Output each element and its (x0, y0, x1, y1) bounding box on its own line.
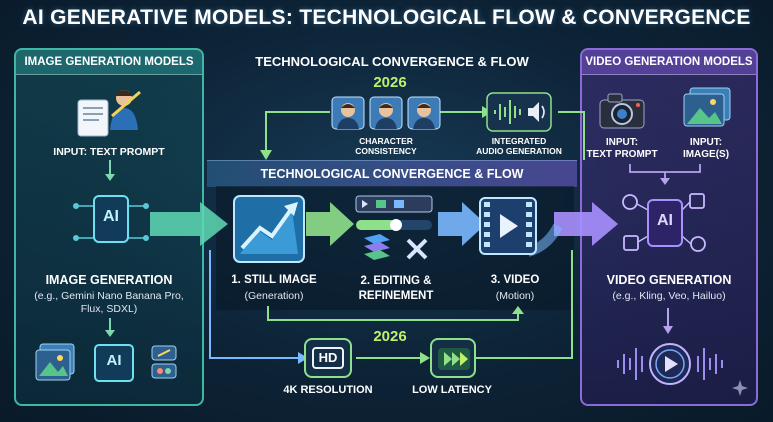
lower-loop-arrow (267, 306, 524, 321)
convergence-band: TECHNOLOGICAL CONVERGENCE & FLOW (207, 160, 577, 187)
video-input2-line2: IMAGE(S) (682, 149, 730, 160)
arrow-down-icon (105, 160, 115, 181)
camera-icon (599, 93, 645, 129)
video-ai-chip-cluster: AI (620, 188, 710, 260)
hd-badge: HD (304, 338, 352, 378)
stage2-title: 2. EDITING & (360, 275, 432, 287)
character-line2: CONSISTENCY (355, 146, 417, 156)
low-latency-badge (430, 338, 476, 378)
resolution-label: 4K RESOLUTION (283, 384, 373, 396)
image-bottom-chip: AI (94, 344, 134, 382)
video-input1-line2: TEXT PROMPT (586, 149, 658, 160)
merge-arrows-icon (629, 164, 701, 185)
character-faces (331, 96, 441, 132)
video-generation-examples: (e.g., Kling, Veo, Hailuo) (612, 290, 726, 302)
bottom-outer-loop (209, 250, 573, 364)
person-writing-icon (77, 90, 141, 137)
image-ai-chip-cluster: AI (66, 186, 156, 258)
character-consistency-label: CHARACTER CONSISTENCY (330, 136, 442, 156)
flow-arrow-1 (150, 202, 228, 246)
audio-waveform-icon (486, 92, 552, 132)
latency-label: LOW LATENCY (412, 384, 492, 396)
hd-badge-text: HD (312, 347, 344, 369)
image-bottom-chip-label: AI (106, 352, 122, 369)
stage2-label: 2. EDITING & REFINEMENT (336, 274, 456, 304)
circuit-icon (73, 195, 149, 243)
flow-arrow-4 (554, 202, 618, 246)
audio-generation-label: INTEGRATED AUDIO GENERATION (466, 136, 572, 156)
arrow-down-icon-3 (663, 308, 673, 334)
stage1-title: 1. STILL IMAGE (231, 274, 317, 286)
fast-forward-icon (438, 348, 470, 370)
audio-line1: INTEGRATED (491, 136, 547, 146)
convergence-band-title: TECHNOLOGICAL CONVERGENCE & FLOW (260, 167, 524, 181)
top-year: 2026 (373, 74, 407, 91)
stage2-title2: REFINEMENT (358, 290, 434, 302)
flow-arrow-3 (438, 202, 486, 246)
image-generation-title: IMAGE GENERATION (45, 273, 173, 287)
stage1-sub: (Generation) (244, 290, 304, 302)
video-film-icon (479, 197, 563, 257)
still-image-chart-icon (233, 195, 305, 263)
video-input1-line1: INPUT: (605, 137, 639, 148)
video-generation-title: VIDEO GENERATION (606, 273, 732, 287)
center-top-title: TECHNOLOGICAL CONVERGENCE & FLOW (255, 54, 529, 69)
video-panel-heading: VIDEO GENERATION MODELS (582, 50, 756, 75)
audio-line2: AUDIO GENERATION (476, 146, 562, 156)
video-chip-label: AI (657, 212, 673, 229)
editing-tools-icon (355, 195, 433, 260)
video-play-waveform-icon (617, 343, 723, 385)
stage3-sub: (Motion) (495, 290, 535, 302)
stage3-title: 3. VIDEO (490, 274, 540, 286)
sparkle-icon (732, 380, 748, 396)
bottom-year: 2026 (373, 328, 407, 345)
video-input2-line1: INPUT: (689, 137, 723, 148)
palette-icon (151, 345, 177, 379)
video-circuit-icon (622, 193, 706, 252)
video-input-image-label: INPUT: IMAGE(S) (670, 137, 742, 161)
image-stack-icon (35, 343, 75, 381)
main-title: AI GENERATIVE MODELS: TECHNOLOGICAL FLOW… (22, 6, 751, 29)
image-input-label: INPUT: TEXT PROMPT (53, 146, 165, 158)
image-chip-label: AI (103, 208, 119, 225)
image-panel-heading: IMAGE GENERATION MODELS (16, 50, 202, 75)
video-input-text-label: INPUT: TEXT PROMPT (586, 137, 658, 161)
face-icon-3 (407, 96, 441, 130)
face-icon-2 (369, 96, 403, 130)
character-line1: CHARACTER (359, 136, 413, 146)
arrow-down-icon-2 (105, 318, 115, 337)
face-icon-1 (331, 96, 365, 130)
flow-arrow-2 (306, 202, 354, 246)
image-generation-examples: (e.g., Gemini Nano Banana Pro, Flux, SDX… (34, 290, 184, 315)
image-input-icon (683, 87, 731, 127)
